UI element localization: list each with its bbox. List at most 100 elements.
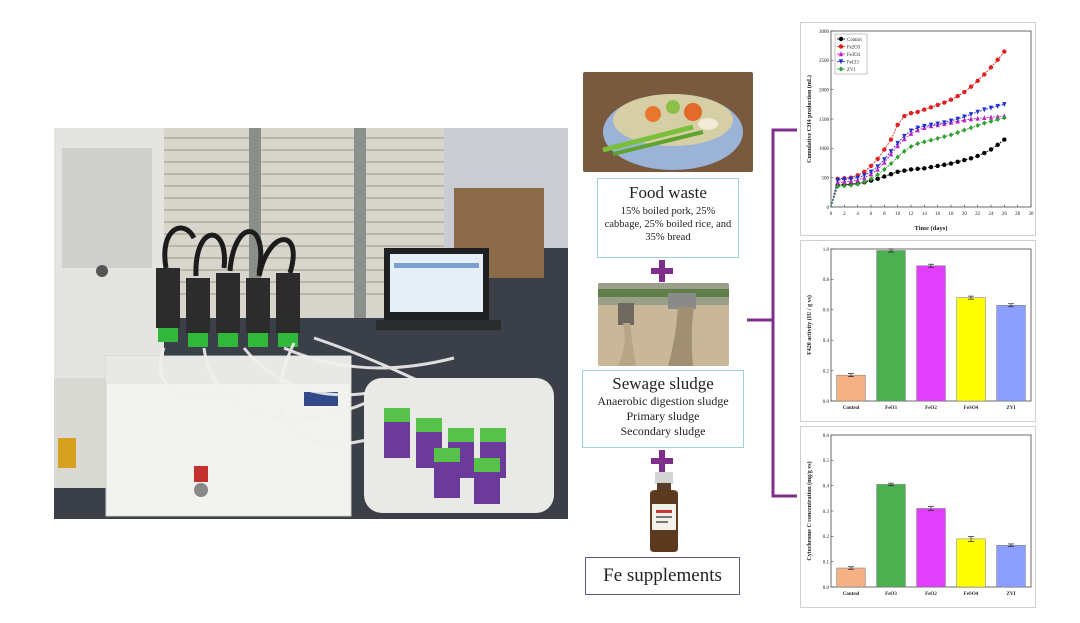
food-waste-image xyxy=(583,72,753,172)
data-point xyxy=(942,162,947,167)
bar xyxy=(996,544,1026,588)
category-label: ZVI xyxy=(1007,592,1016,597)
data-point xyxy=(962,117,967,123)
x-tick-label: 4 xyxy=(856,212,859,217)
x-tick-label: 22 xyxy=(975,212,981,217)
fe-supplements-title: Fe supplements xyxy=(603,565,722,586)
x-tick-label: 2 xyxy=(843,212,846,217)
data-point xyxy=(962,114,967,120)
data-point xyxy=(895,122,900,128)
data-point xyxy=(982,115,987,121)
category-label: FeO3 xyxy=(885,406,897,411)
x-tick-label: 16 xyxy=(935,212,941,217)
data-point xyxy=(848,182,854,188)
food-waste-box: Food waste 15% boiled pork, 25% cabbage,… xyxy=(597,178,739,258)
data-point xyxy=(962,157,967,163)
data-point xyxy=(848,176,854,182)
data-point xyxy=(955,116,960,122)
data-point xyxy=(995,57,1000,62)
data-point xyxy=(868,163,874,169)
series-line xyxy=(830,103,1005,208)
data-point xyxy=(875,164,880,170)
data-point xyxy=(838,51,844,57)
data-point xyxy=(908,167,914,172)
data-point xyxy=(915,109,920,115)
data-point xyxy=(922,166,927,171)
y-tick-label: 0.2 xyxy=(823,369,830,374)
data-point xyxy=(888,160,894,167)
data-point xyxy=(915,141,920,147)
plus-icon xyxy=(651,450,673,472)
data-point xyxy=(962,127,967,133)
data-point xyxy=(915,125,920,131)
y-tick-label: 0.6 xyxy=(823,309,830,314)
ch4-production-chart: Cumulative CH4 production (mL) Time (day… xyxy=(806,30,1034,232)
data-point xyxy=(942,100,947,105)
x-tick-label: 10 xyxy=(895,212,901,217)
data-point xyxy=(875,156,880,162)
data-point xyxy=(975,78,980,84)
sludge-type-secondary: Secondary sludge xyxy=(620,424,706,438)
y-tick-label: 3000 xyxy=(819,30,830,35)
data-point xyxy=(975,122,980,129)
data-point xyxy=(835,177,840,183)
data-point xyxy=(995,103,1000,109)
y-tick-label: 0.8 xyxy=(823,278,830,283)
series-line xyxy=(830,139,1005,208)
y-axis-label: Cumulative CH4 production (mL) xyxy=(806,75,813,163)
y-axis-label: Cytochrome C concentration (mg/g vs) xyxy=(806,461,813,560)
data-point xyxy=(942,120,947,126)
x-tick-label: 0 xyxy=(830,212,833,217)
data-point xyxy=(838,36,844,42)
data-point xyxy=(882,174,887,179)
category-label: FeSO4 xyxy=(964,592,979,597)
data-point xyxy=(948,132,954,138)
y-tick-label: 1000 xyxy=(819,147,830,152)
y-tick-label: 0.1 xyxy=(823,560,830,565)
data-point xyxy=(862,169,867,174)
data-point xyxy=(982,107,987,113)
data-point xyxy=(1002,137,1007,142)
data-point xyxy=(968,125,974,131)
y-tick-label: 2500 xyxy=(819,59,830,64)
data-point xyxy=(982,150,987,156)
legend-label: Fe3O4 xyxy=(847,53,861,58)
data-point xyxy=(1002,49,1007,54)
data-point xyxy=(888,137,894,142)
y-tick-label: 1.0 xyxy=(823,248,830,253)
data-point xyxy=(988,114,994,120)
data-point xyxy=(935,121,940,127)
data-point xyxy=(928,105,934,110)
sewage-sludge-title: Sewage sludge xyxy=(612,374,714,393)
data-point xyxy=(955,93,960,99)
y-tick-label: 0.4 xyxy=(823,484,830,489)
x-tick-label: 20 xyxy=(962,212,968,217)
y-tick-label: 500 xyxy=(822,176,830,181)
x-axis-label: Time (days) xyxy=(915,225,948,232)
category-label: ZVI xyxy=(1007,406,1016,411)
data-point xyxy=(948,97,954,102)
data-point xyxy=(988,147,994,152)
bar xyxy=(876,250,906,402)
data-point xyxy=(948,161,954,166)
f420-activity-chart: F420 activity (IU / g vs) 0.00.20.40.60.… xyxy=(806,248,1032,411)
data-point xyxy=(908,110,914,116)
y-tick-label: 0 xyxy=(827,206,830,211)
sewage-sludge-illustration xyxy=(598,283,729,366)
legend-label: ZVI xyxy=(847,68,855,73)
legend-label: FeCl3 xyxy=(847,60,859,65)
data-point xyxy=(968,116,974,122)
data-point xyxy=(948,118,954,124)
bar xyxy=(956,297,986,402)
x-tick-label: 14 xyxy=(922,212,928,217)
legend-label: Control xyxy=(847,38,862,43)
lab-photo-illustration xyxy=(54,128,568,519)
y-tick-label: 0.3 xyxy=(823,510,830,515)
lab-setup-photo xyxy=(54,128,568,519)
sewage-sludge-box: Sewage sludge Anaerobic digestion sludge… xyxy=(582,370,744,448)
data-point xyxy=(928,137,934,143)
data-point xyxy=(1002,102,1007,108)
bar xyxy=(996,304,1026,402)
fe-supplements-box: Fe supplements xyxy=(585,557,740,595)
